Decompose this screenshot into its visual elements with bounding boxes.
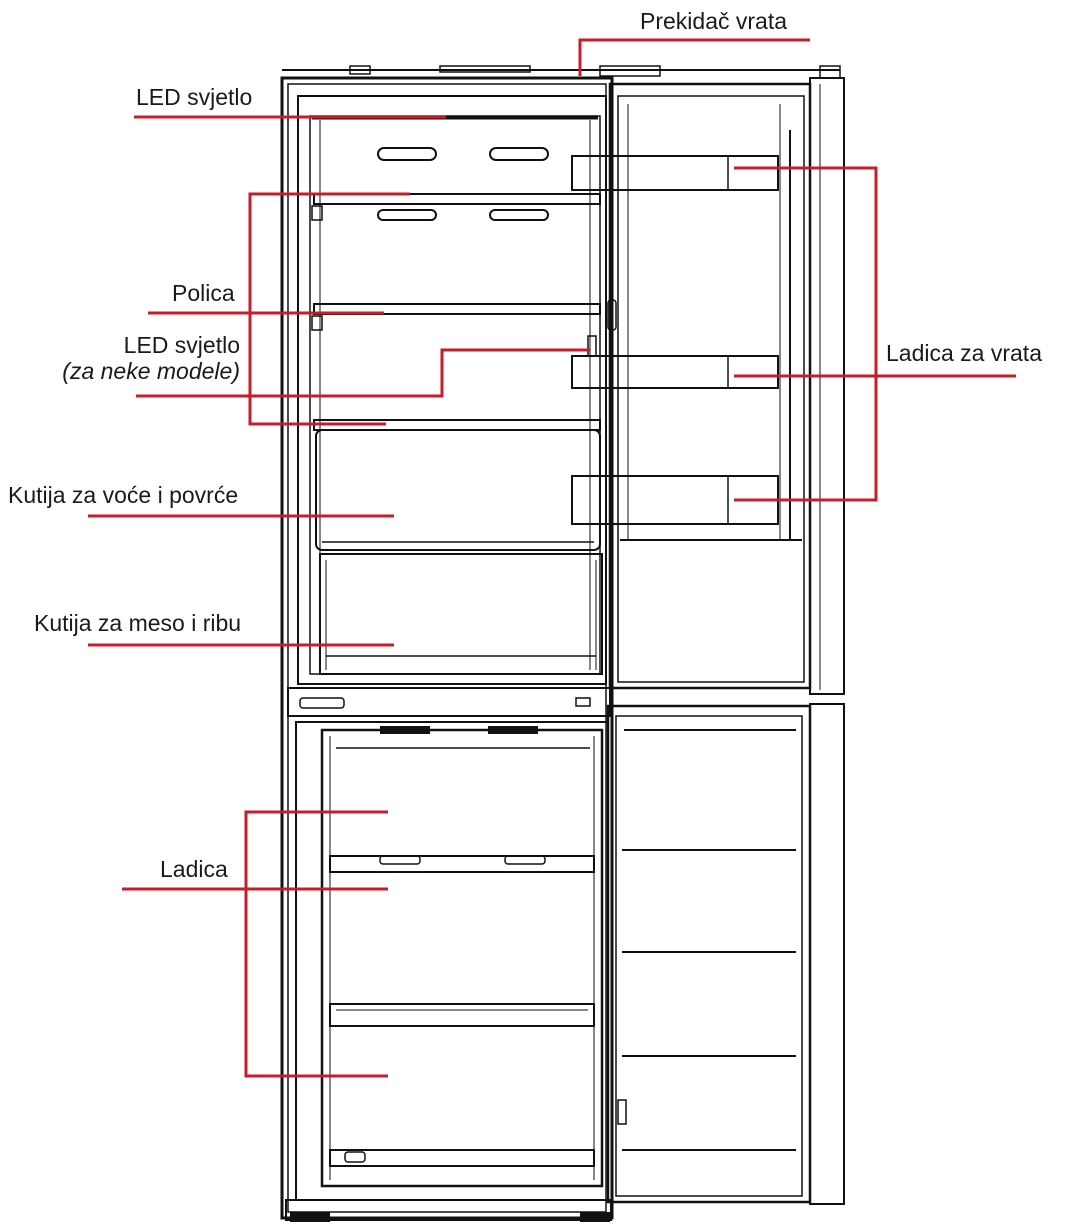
callout-lines — [88, 38, 1016, 1078]
callout-door-switch — [578, 38, 810, 76]
freezer-compartment — [295, 721, 609, 1201]
freezer-door — [606, 703, 845, 1205]
fridge-door — [571, 77, 845, 695]
callout-led-mid — [136, 348, 590, 398]
label-led-light-top: LED svjetlo — [136, 84, 253, 110]
callout-drawer-bracket — [244, 810, 388, 1078]
label-fruit-veg-box: Kutija za voće i povrće — [8, 482, 239, 508]
cabinet-outline — [280, 65, 841, 1222]
label-drawer: Ladica — [160, 856, 228, 882]
compartment-divider — [287, 687, 611, 717]
label-led-light-mid: LED svjetlo (za neke modele) — [40, 332, 240, 384]
fridge-compartment — [297, 95, 617, 685]
label-door-switch: Prekidač vrata — [640, 8, 788, 34]
callout-door-bin-bracket — [734, 166, 878, 502]
label-led-light-mid-note: (za neke modele) — [62, 358, 240, 384]
label-door-bin: Ladica za vrata — [886, 340, 1042, 366]
callout-shelf-bracket — [248, 192, 410, 426]
label-shelf: Polica — [172, 280, 235, 306]
label-meat-fish-box: Kutija za meso i ribu — [34, 610, 242, 636]
label-led-light-mid-title: LED svjetlo — [123, 332, 240, 358]
